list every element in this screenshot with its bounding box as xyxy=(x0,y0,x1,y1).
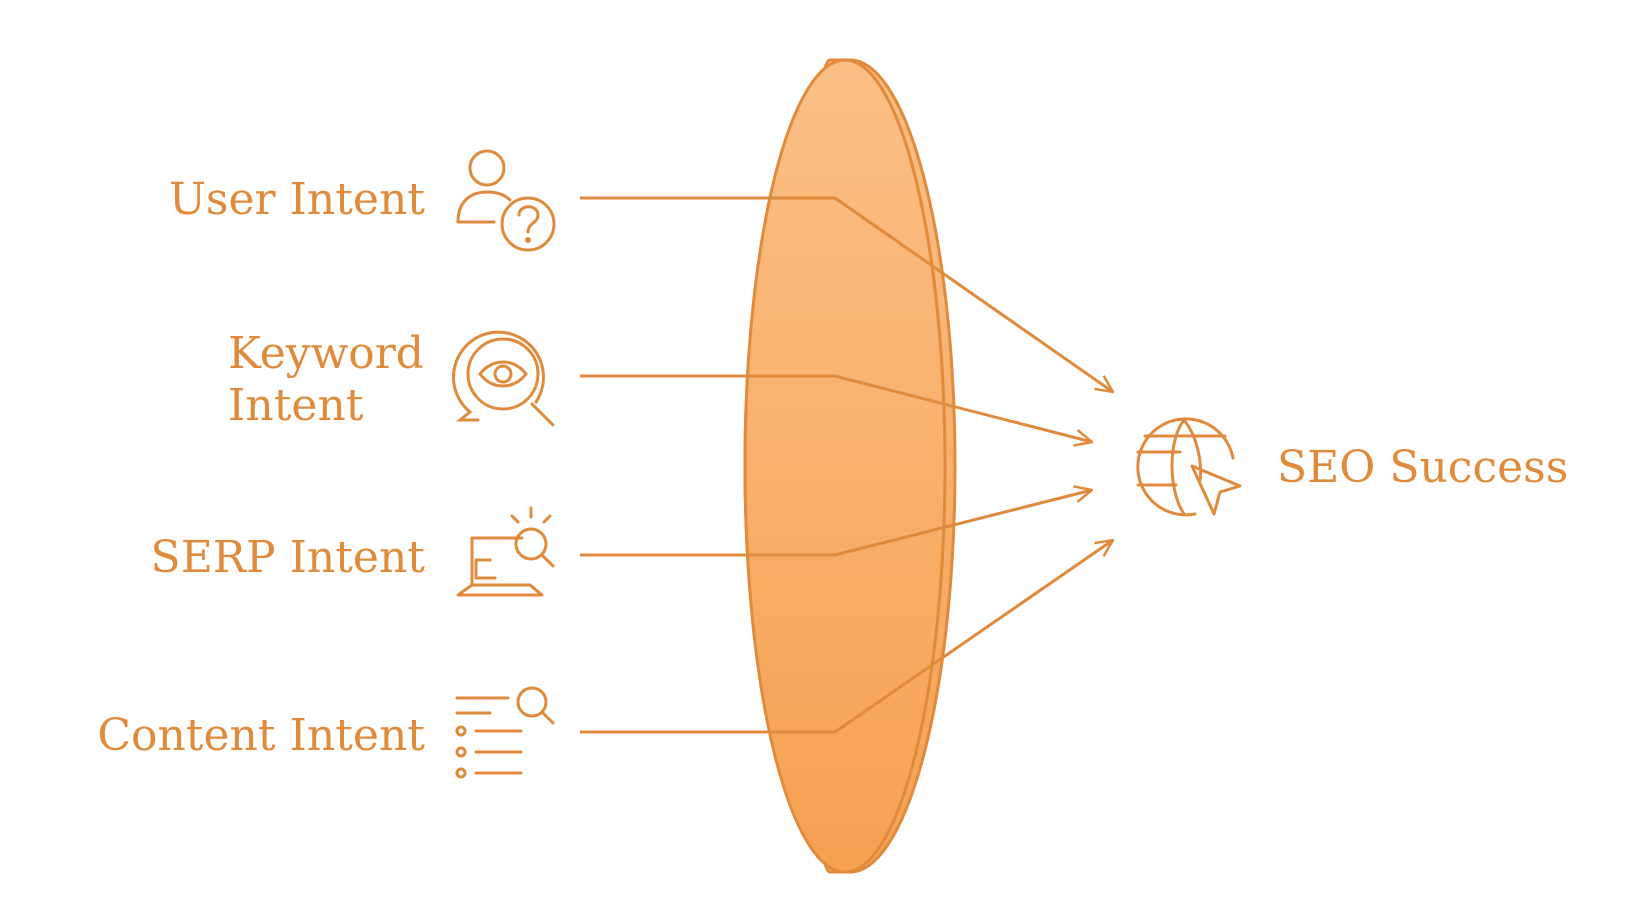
keyword-intent-label-line1: Keyword xyxy=(228,328,424,379)
serp-intent-label: SERP Intent xyxy=(150,532,425,583)
eye-search-bubble-icon xyxy=(452,330,555,427)
lens-disc xyxy=(743,58,957,874)
content-intent-label: Content Intent xyxy=(97,710,425,761)
user-question-icon xyxy=(456,149,556,252)
seo-success-label: SEO Success xyxy=(1277,442,1569,493)
list-search-icon xyxy=(455,686,555,779)
globe-cursor-icon xyxy=(1136,417,1242,517)
connector-serp-intent xyxy=(580,490,1092,557)
user-intent-label: User Intent xyxy=(168,174,425,225)
connector-content-intent xyxy=(580,540,1113,734)
connectors xyxy=(580,196,1113,734)
keyword-intent-label: Keyword Intent xyxy=(228,328,424,432)
connector-keyword-intent xyxy=(580,374,1092,442)
laptop-search-icon xyxy=(456,506,555,597)
connector-user-intent xyxy=(580,196,1113,392)
keyword-intent-label-line2: Intent xyxy=(228,380,364,431)
